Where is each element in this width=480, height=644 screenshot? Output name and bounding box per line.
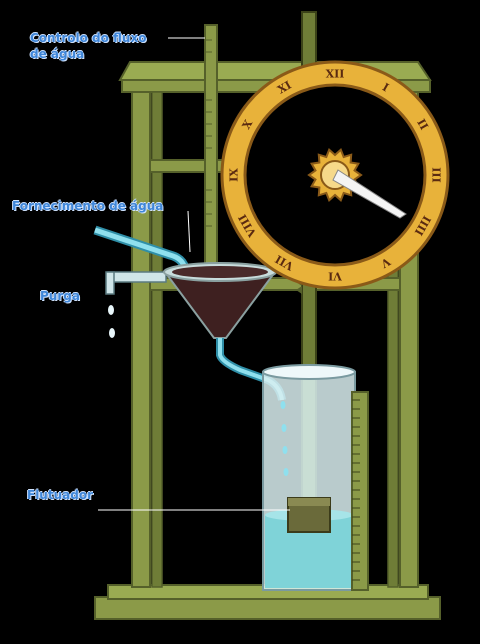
cylinder-top (262, 364, 356, 380)
falling-drop-2 (281, 424, 287, 432)
funnel-water-surface (172, 266, 268, 278)
label-flow-control-line1: Controlo do fluxo (30, 31, 147, 45)
purge-drop-2 (109, 328, 115, 338)
graduated-scale (351, 391, 369, 591)
clock-numeral: IX (228, 168, 241, 182)
clock-numeral: VI (328, 270, 343, 283)
falling-drop-4 (283, 468, 289, 476)
base-platform (94, 596, 441, 620)
leader-water-supply (187, 210, 191, 253)
falling-drop-1 (280, 401, 286, 409)
rack-tooth (296, 286, 302, 294)
clock-numeral: XI (275, 78, 293, 96)
purge-drop-1 (108, 305, 114, 315)
left-post-front (131, 91, 151, 588)
label-flow-control-line2: de água (30, 47, 85, 61)
label-flow-control: Controlo do fluxo de água (30, 30, 146, 62)
clock-numeral: XII (326, 68, 345, 81)
flow-control-ticks (205, 39, 212, 227)
purge-spout (107, 271, 167, 283)
label-float: Flutuador (27, 488, 93, 502)
clock-hand (332, 169, 407, 219)
clock-numeral: III (430, 167, 443, 182)
clock-numeral: I (380, 81, 391, 95)
flow-control-rod (204, 24, 218, 266)
left-post-back (151, 91, 163, 588)
falling-drop-3 (282, 446, 288, 454)
scale-ticks (352, 399, 360, 581)
label-purge: Purga (40, 289, 80, 303)
label-water-supply: Fornecimento de água (12, 199, 164, 213)
